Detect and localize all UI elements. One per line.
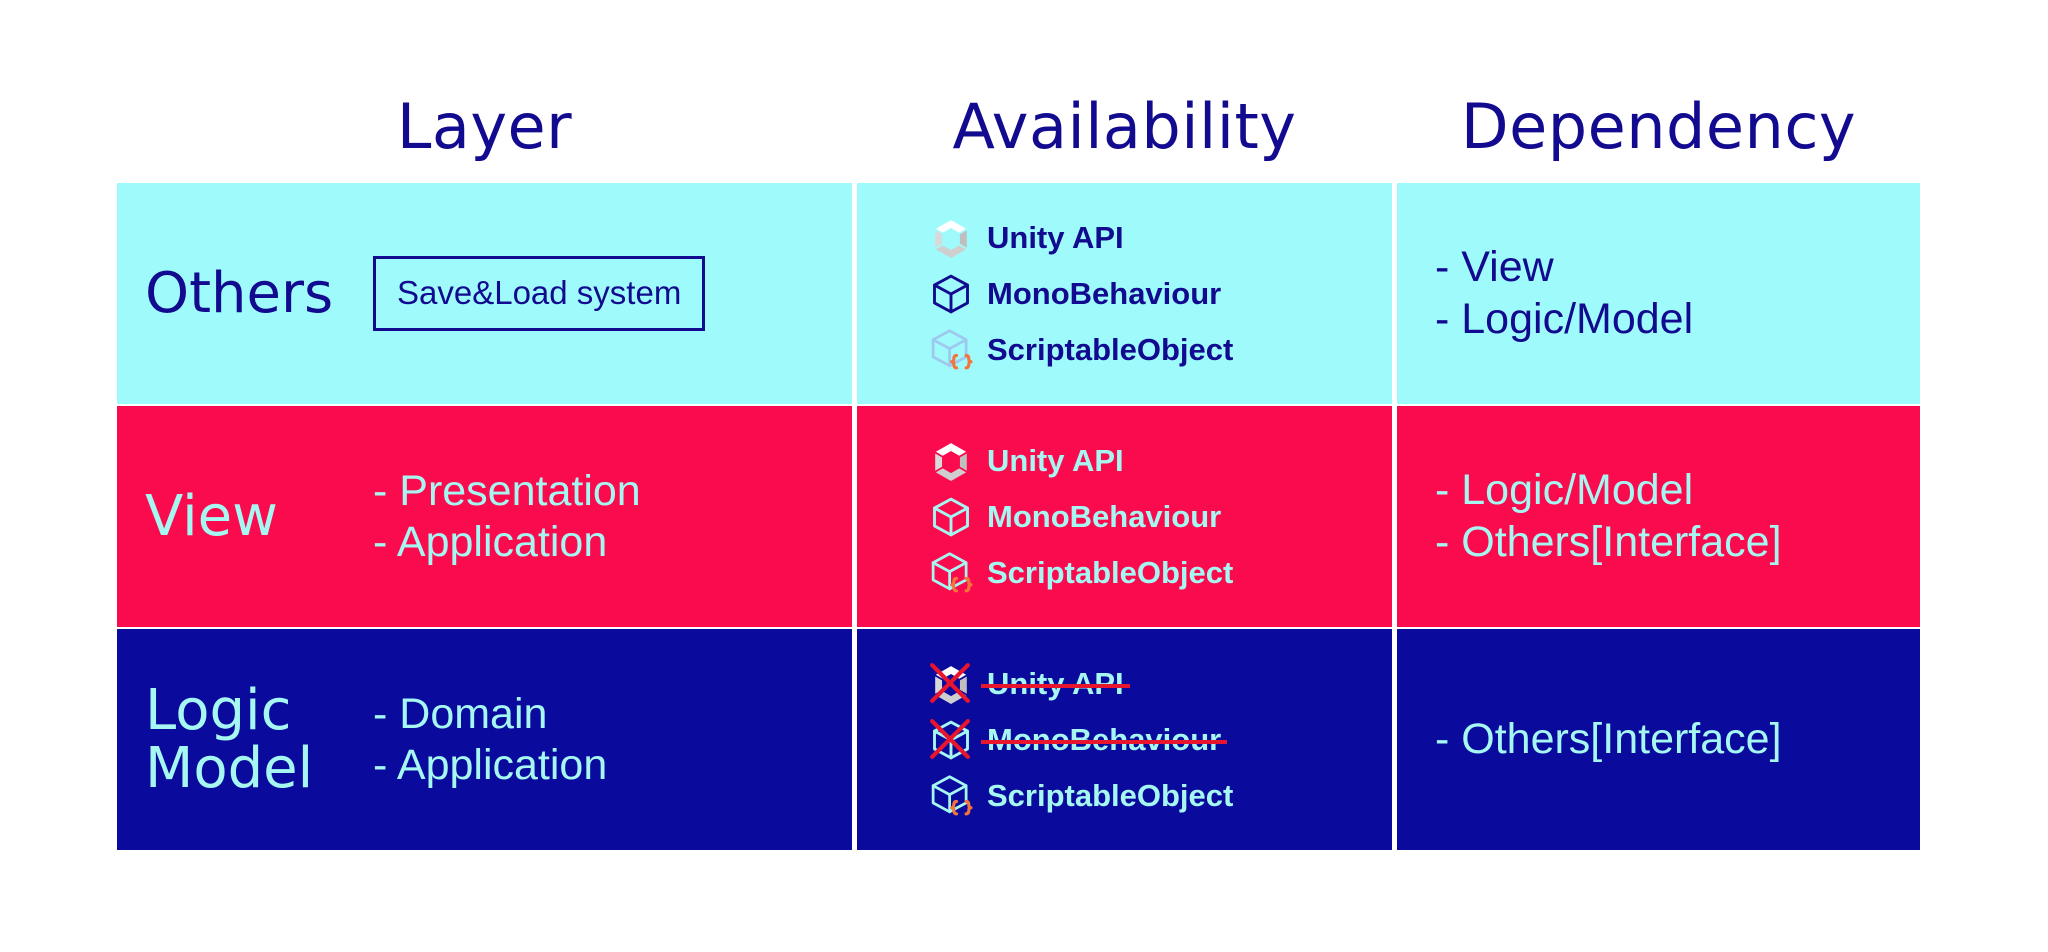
dependency-cell: - Others[Interface] xyxy=(1397,629,1920,850)
availability-label: Unity API xyxy=(987,220,1124,255)
unity-logo-icon xyxy=(929,439,973,483)
layer-name: View xyxy=(145,483,278,549)
unity-logo-icon xyxy=(935,442,967,481)
monobehaviour-cube-icon xyxy=(929,495,973,539)
layer-cell: View - Presentation - Application xyxy=(117,406,852,627)
availability-item: ScriptableObject xyxy=(929,773,1392,819)
monobehaviour-cube-icon xyxy=(929,272,973,316)
dependency-list: - Others[Interface] xyxy=(1435,714,1782,763)
availability-item: ScriptableObject xyxy=(929,327,1392,373)
unity-logo-icon xyxy=(935,219,967,258)
availability-item: MonoBehaviour xyxy=(929,717,1392,763)
monobehaviour-cube-icon xyxy=(929,718,973,762)
availability-label: Unity API xyxy=(987,443,1124,478)
availability-item: MonoBehaviour xyxy=(929,494,1392,540)
availability-label: ScriptableObject xyxy=(987,778,1234,813)
availability-item: Unity API xyxy=(929,661,1392,707)
availability-cell: Unity API MonoBehaviour ScriptableObject xyxy=(857,406,1392,627)
layer-table: Others Save&Load system Unity API MonoBeh… xyxy=(117,183,1920,850)
availability-label: MonoBehaviour xyxy=(987,499,1222,534)
table-row: View - Presentation - Application Unity A… xyxy=(117,406,1920,627)
availability-cell: Unity API MonoBehaviour ScriptableObject xyxy=(857,183,1392,404)
dependency-list: - View - Logic/Model xyxy=(1435,242,1694,343)
availability-cell: Unity API MonoBehaviour ScriptableObject xyxy=(857,629,1392,850)
scriptableobject-cube-icon xyxy=(929,551,973,595)
availability-item: MonoBehaviour xyxy=(929,271,1392,317)
dependency-cell: - Logic/Model - Others[Interface] xyxy=(1397,406,1920,627)
dependency-cell: - View - Logic/Model xyxy=(1397,183,1920,404)
layer-name: Others xyxy=(145,260,334,326)
dependency-list: - Logic/Model - Others[Interface] xyxy=(1435,465,1782,566)
availability-label: Unity API xyxy=(981,666,1130,701)
unity-logo-icon xyxy=(935,665,967,704)
table-row: Others Save&Load system Unity API MonoBeh… xyxy=(117,183,1920,404)
layer-name: Logic Model xyxy=(145,678,314,801)
column-header-dependency: Dependency xyxy=(1460,90,1857,163)
availability-item: ScriptableObject xyxy=(929,550,1392,596)
unity-logo-icon xyxy=(929,662,973,706)
availability-label: ScriptableObject xyxy=(987,555,1234,590)
unity-logo-icon xyxy=(929,216,973,260)
availability-item: Unity API xyxy=(929,438,1392,484)
column-headers: Layer Availability Dependency xyxy=(0,0,2048,183)
layer-cell: Logic Model - Domain - Application xyxy=(117,629,852,850)
layer-cell: Others Save&Load system xyxy=(117,183,852,404)
layer-detail-list: - Presentation - Application xyxy=(373,466,641,566)
availability-label: ScriptableObject xyxy=(987,332,1234,367)
layer-detail-list: - Domain - Application xyxy=(373,689,608,789)
layer-boxed-item: Save&Load system xyxy=(373,256,706,331)
availability-item: Unity API xyxy=(929,215,1392,261)
scriptableobject-cube-icon xyxy=(929,328,973,372)
column-header-availability: Availability xyxy=(952,90,1297,163)
column-header-layer: Layer xyxy=(396,90,573,163)
availability-label: MonoBehaviour xyxy=(980,722,1228,757)
availability-label: MonoBehaviour xyxy=(987,276,1222,311)
table-row: Logic Model - Domain - Application Unity … xyxy=(117,629,1920,850)
scriptableobject-cube-icon xyxy=(929,774,973,818)
